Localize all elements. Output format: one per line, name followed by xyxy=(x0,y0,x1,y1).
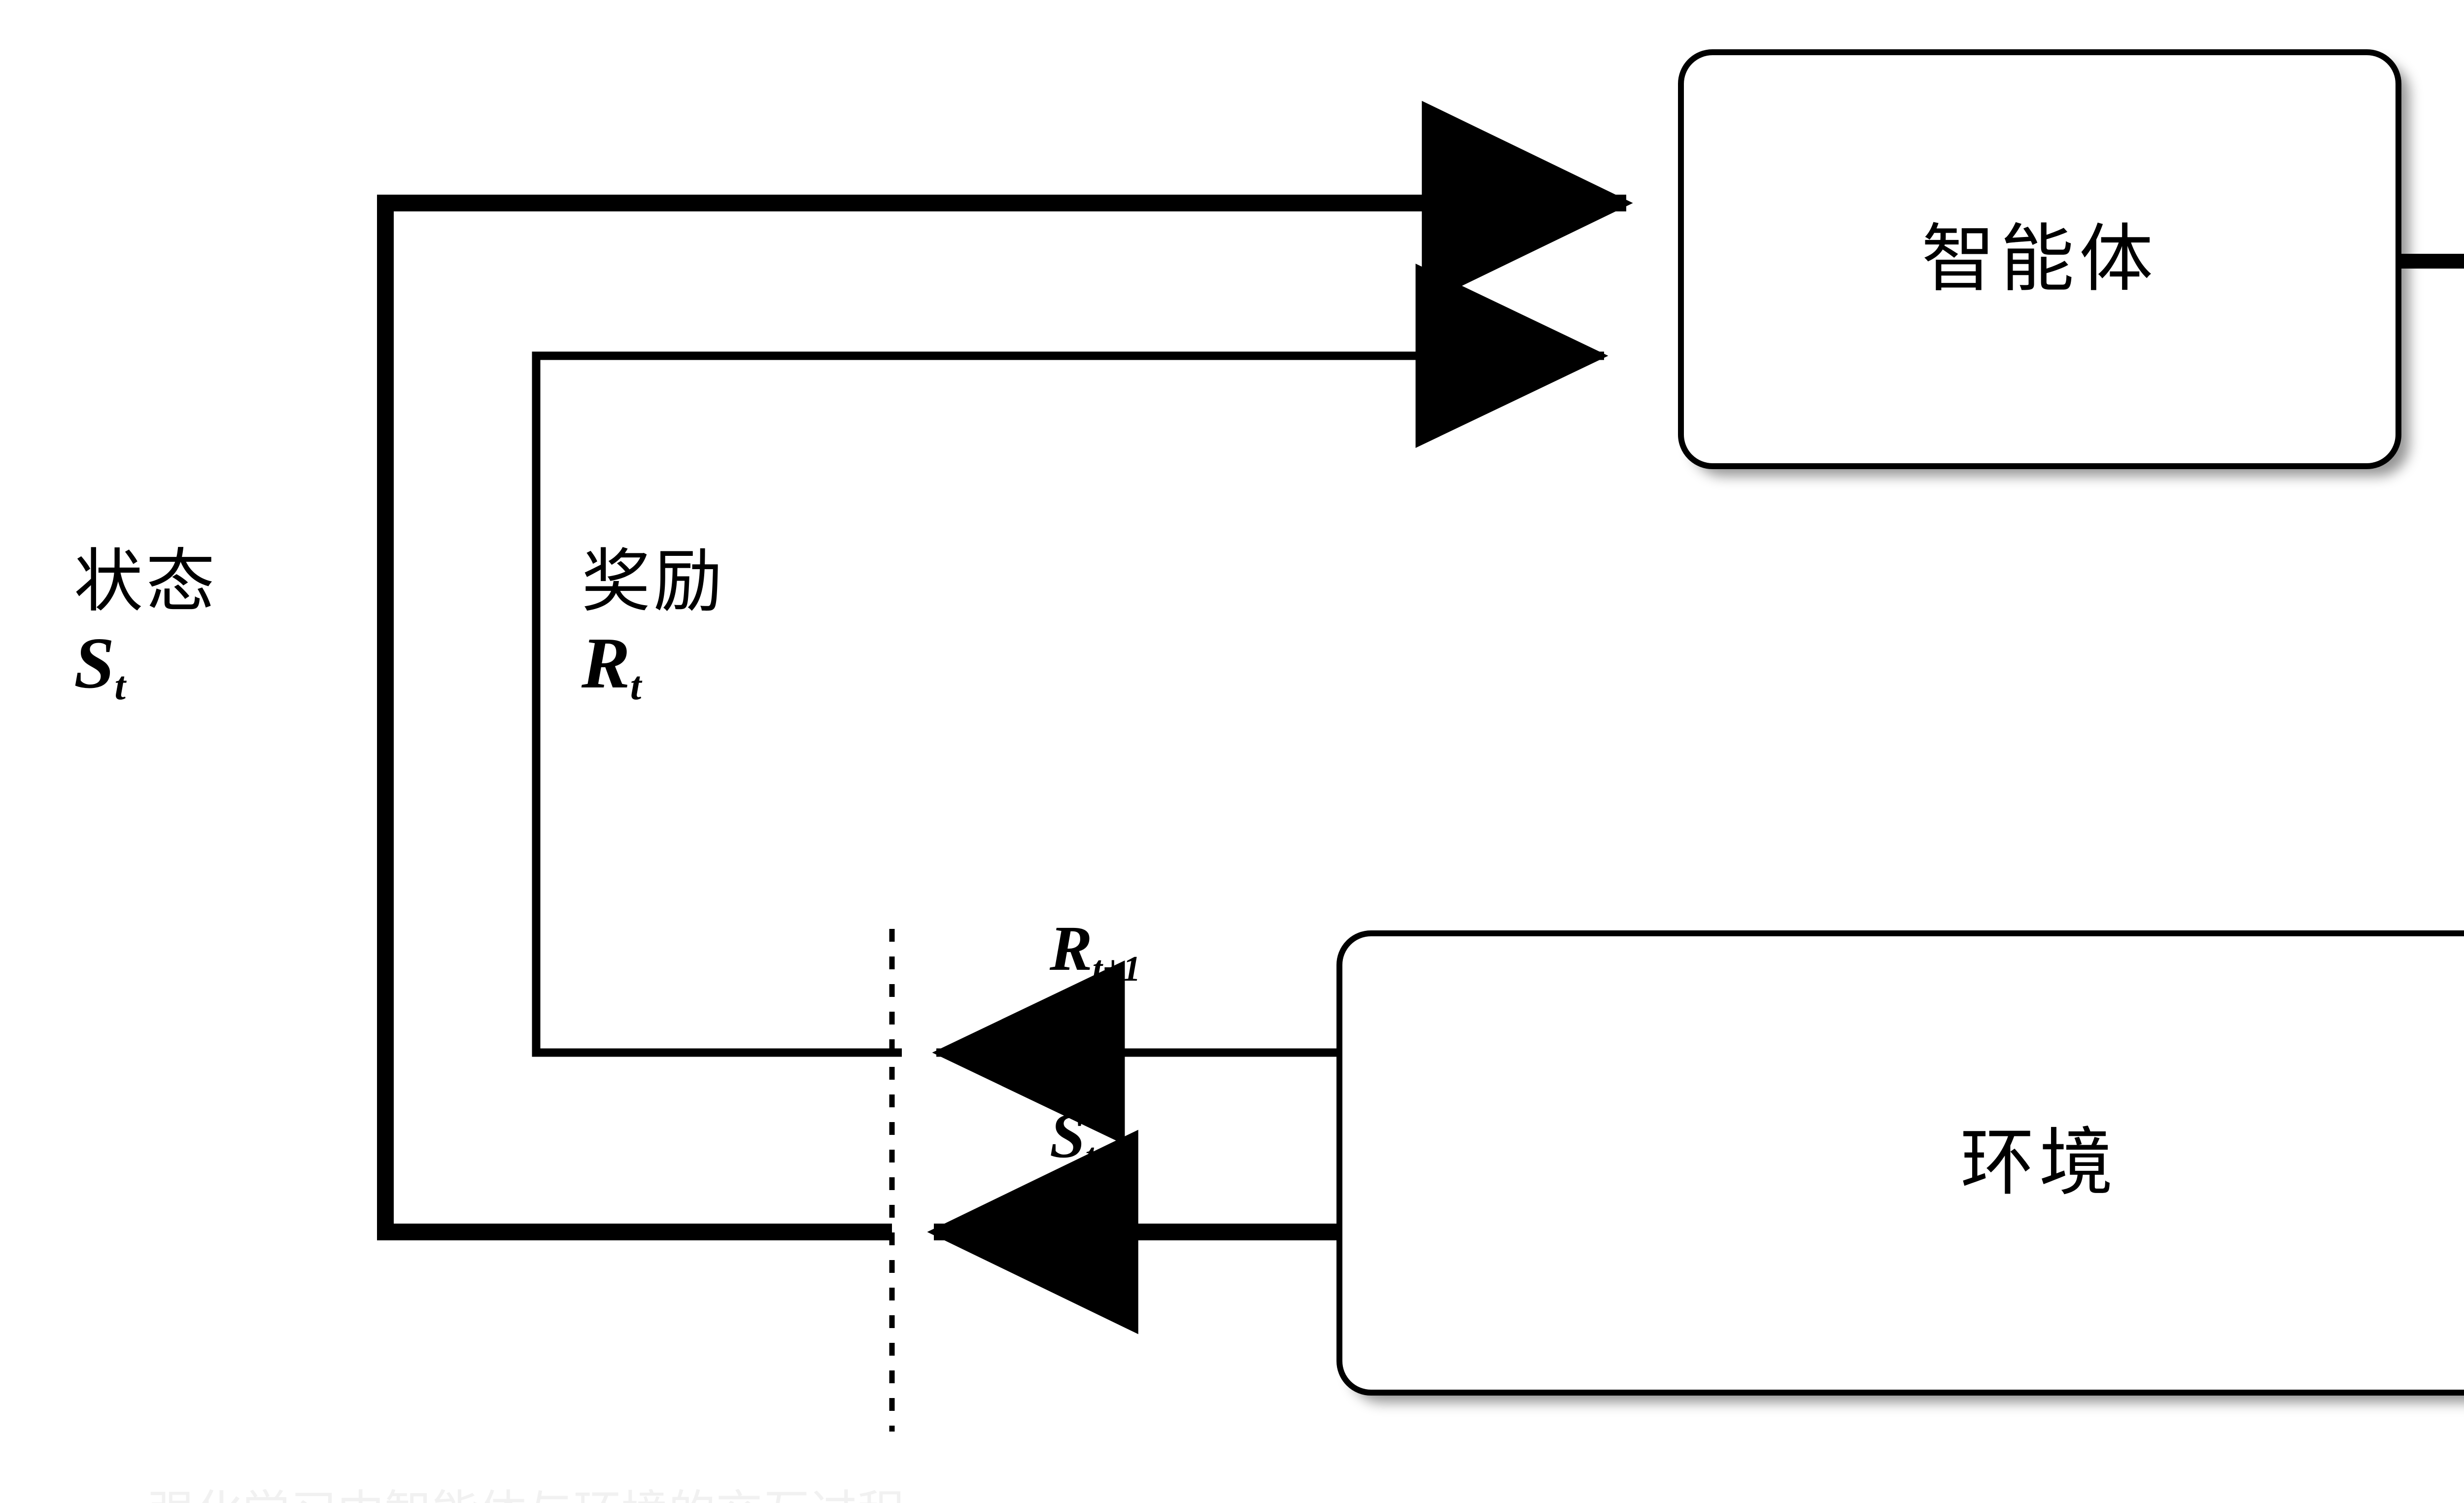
state-symbol-subscript: t xyxy=(114,663,126,709)
state-signal-path xyxy=(377,101,1633,1240)
state-symbol-base: S xyxy=(74,622,115,704)
environment-node-label: 环境 xyxy=(1960,1120,2118,1206)
environment-node[interactable]: 环境 xyxy=(1336,930,2464,1396)
reward-symbol-subscript: t xyxy=(630,663,642,709)
reward-next-symbol-subscript: t+1 xyxy=(1092,948,1141,989)
reward-symbol: Rt xyxy=(582,622,725,706)
agent-node-label: 智能体 xyxy=(1921,216,2158,302)
reward-symbol-base: R xyxy=(582,622,630,704)
bottom-caption: 强化学习中智能体与环境的交互过程 xyxy=(148,1489,1676,1503)
reward-label-text: 奖励 xyxy=(582,542,726,622)
state-symbol: St xyxy=(74,622,218,706)
reward-next-symbol-base: R xyxy=(1050,913,1093,984)
state-label-text: 状态 xyxy=(74,542,218,622)
state-next-label: St+1 xyxy=(1050,1099,1134,1176)
reward-signal-path xyxy=(532,264,1608,1057)
state-signal-label: 状态 St xyxy=(74,542,218,706)
agent-node[interactable]: 智能体 xyxy=(1678,49,2401,469)
state-next-symbol-subscript: t+1 xyxy=(1085,1135,1134,1176)
reward-signal-label: 奖励 Rt xyxy=(582,542,726,706)
reward-next-label: Rt+1 xyxy=(1050,912,1141,989)
state-next-symbol-base: S xyxy=(1050,1100,1086,1171)
